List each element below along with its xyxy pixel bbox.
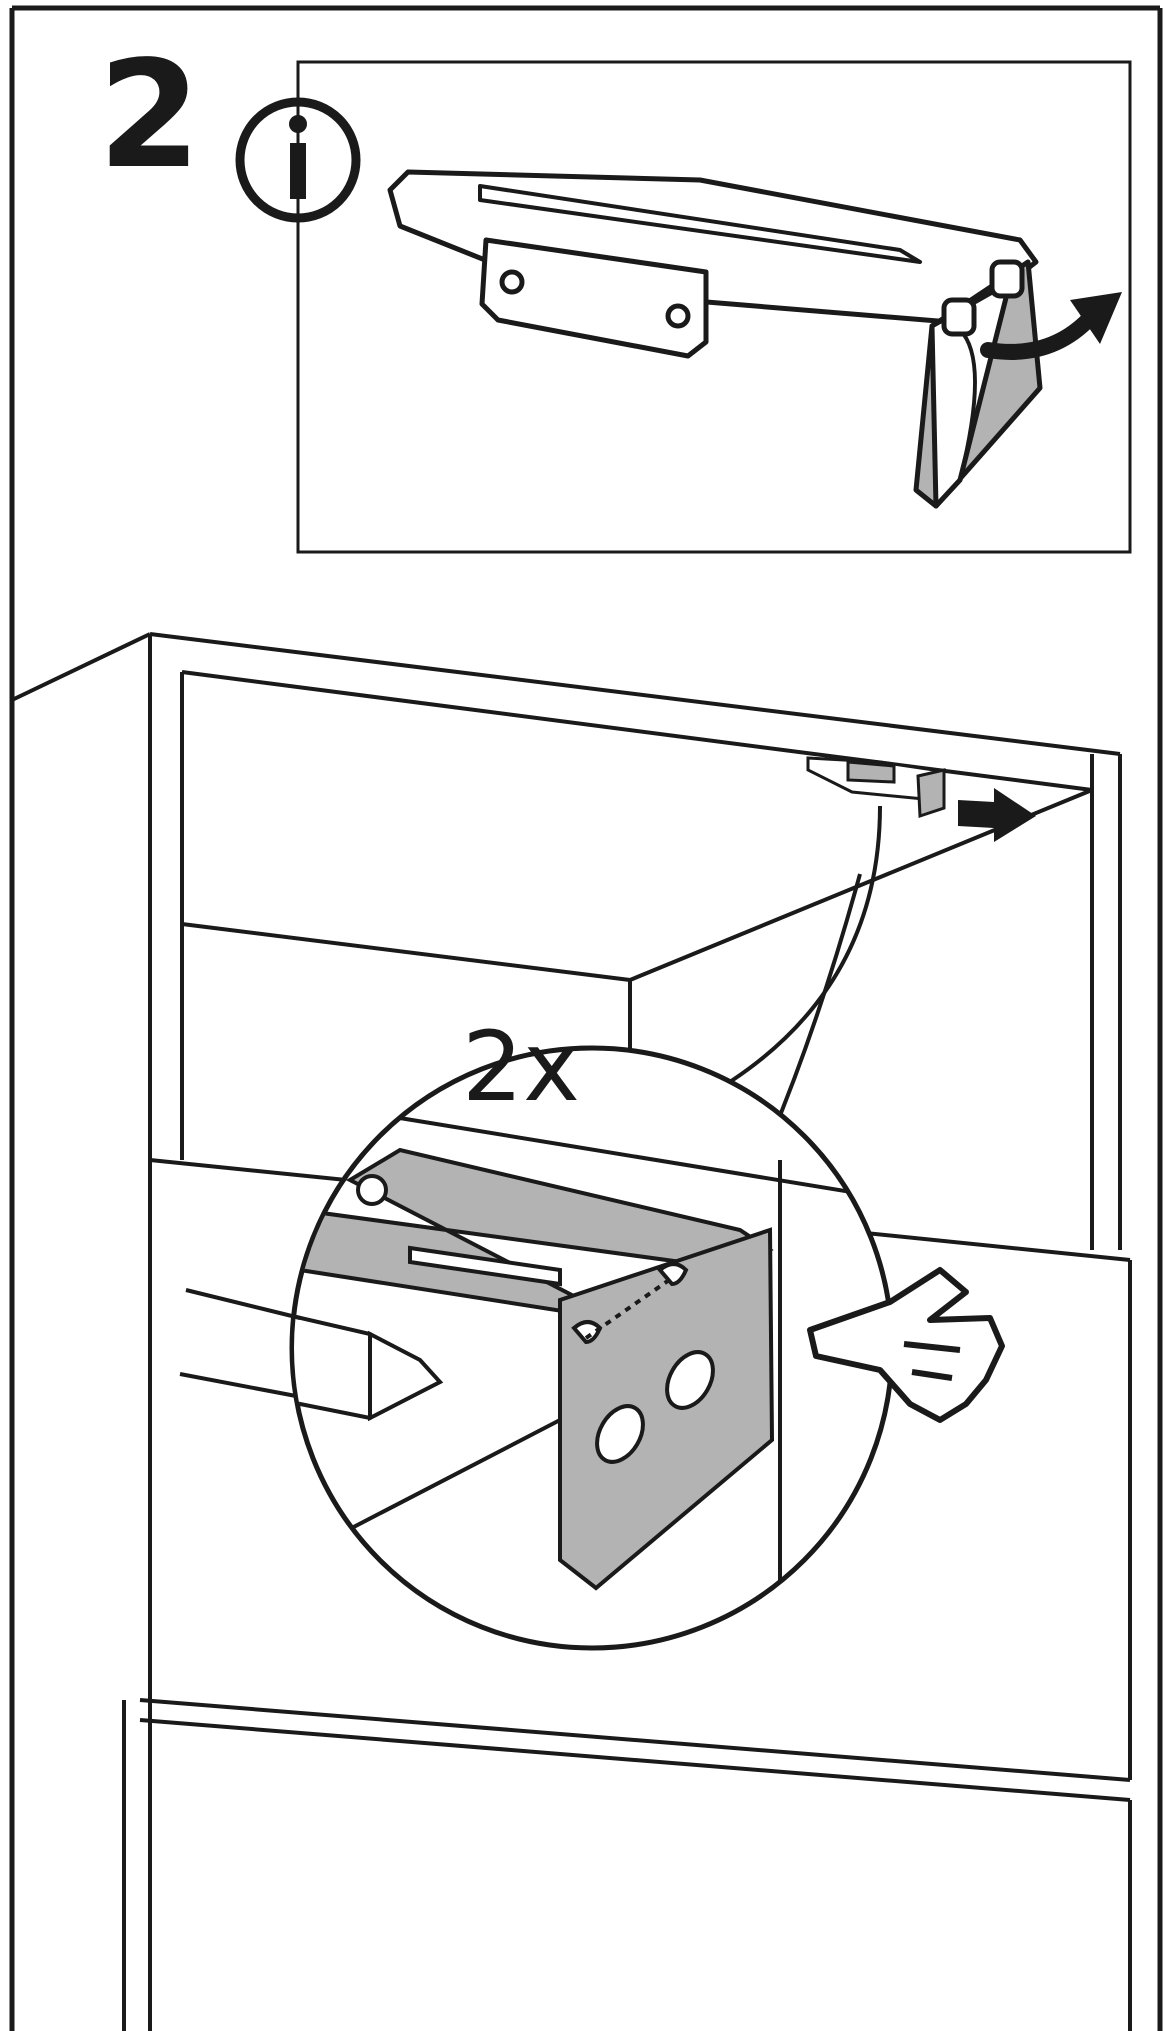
page-frame xyxy=(9,5,1163,2031)
curved-arrow-icon xyxy=(980,292,1122,360)
magnified-detail xyxy=(289,1045,895,1651)
step-number: 2 xyxy=(98,29,201,201)
mounted-bracket xyxy=(806,756,946,819)
callout-wedge xyxy=(699,805,882,1141)
pencil xyxy=(179,1288,301,1398)
multiplier-label: 2x xyxy=(462,1011,580,1123)
pointing-hand-icon xyxy=(807,1267,1005,1423)
inset-detail xyxy=(296,60,1132,554)
right-arrow-icon xyxy=(958,788,1036,842)
bracket-detail xyxy=(387,169,1043,509)
